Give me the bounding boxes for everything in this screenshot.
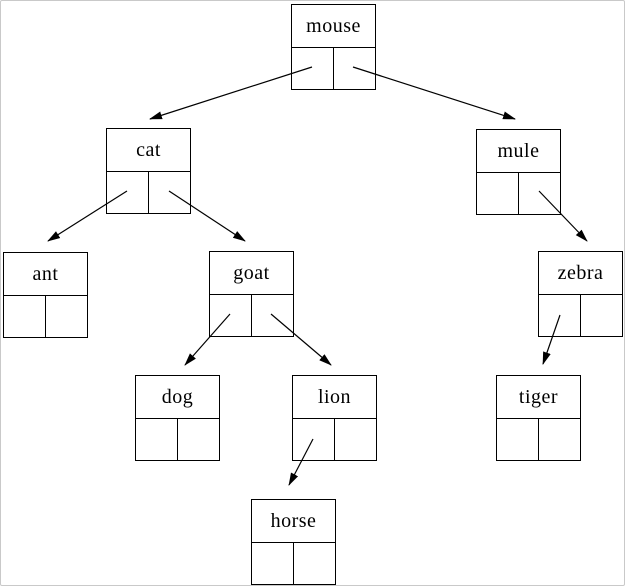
left-pointer-cell xyxy=(4,296,46,337)
node-label: ant xyxy=(4,253,87,296)
node-label: dog xyxy=(136,376,219,419)
left-pointer-cell xyxy=(539,295,581,336)
node-label: zebra xyxy=(539,252,622,295)
node-label: cat xyxy=(107,129,190,172)
node-pointer-row xyxy=(293,419,376,460)
left-pointer-cell xyxy=(252,543,294,584)
node-label: mule xyxy=(477,130,560,173)
tree-node-cat: cat xyxy=(106,128,191,214)
right-pointer-cell xyxy=(252,295,293,336)
node-label: goat xyxy=(210,252,293,295)
left-pointer-cell xyxy=(210,295,252,336)
node-pointer-row xyxy=(4,296,87,337)
left-pointer-cell xyxy=(293,419,335,460)
node-pointer-row xyxy=(210,295,293,336)
tree-node-ant: ant xyxy=(3,252,88,338)
node-label: mouse xyxy=(292,5,375,48)
node-label: horse xyxy=(252,500,335,543)
tree-node-horse: horse xyxy=(251,499,336,585)
node-label: lion xyxy=(293,376,376,419)
left-pointer-cell xyxy=(136,419,178,460)
left-pointer-cell xyxy=(107,172,149,213)
node-pointer-row xyxy=(477,173,560,214)
tree-node-mule: mule xyxy=(476,129,561,215)
right-pointer-cell xyxy=(335,419,376,460)
right-pointer-cell xyxy=(334,48,375,89)
node-label: tiger xyxy=(497,376,580,419)
tree-node-tiger: tiger xyxy=(496,375,581,461)
tree-node-lion: lion xyxy=(292,375,377,461)
tree-node-dog: dog xyxy=(135,375,220,461)
right-pointer-cell xyxy=(178,419,219,460)
node-pointer-row xyxy=(292,48,375,89)
tree-node-zebra: zebra xyxy=(538,251,623,337)
left-pointer-cell xyxy=(477,173,519,214)
tree-node-goat: goat xyxy=(209,251,294,337)
left-pointer-cell xyxy=(292,48,334,89)
node-pointer-row xyxy=(497,419,580,460)
right-pointer-cell xyxy=(149,172,190,213)
edge-mouse-right-to-mule xyxy=(352,66,516,120)
node-pointer-row xyxy=(539,295,622,336)
right-pointer-cell xyxy=(294,543,335,584)
right-pointer-cell xyxy=(581,295,622,336)
right-pointer-cell xyxy=(46,296,87,337)
node-pointer-row xyxy=(107,172,190,213)
right-pointer-cell xyxy=(539,419,580,460)
node-pointer-row xyxy=(252,543,335,584)
tree-node-mouse: mouse xyxy=(291,4,376,90)
left-pointer-cell xyxy=(497,419,539,460)
right-pointer-cell xyxy=(519,173,560,214)
edge-mouse-left-to-cat xyxy=(149,66,313,120)
node-pointer-row xyxy=(136,419,219,460)
